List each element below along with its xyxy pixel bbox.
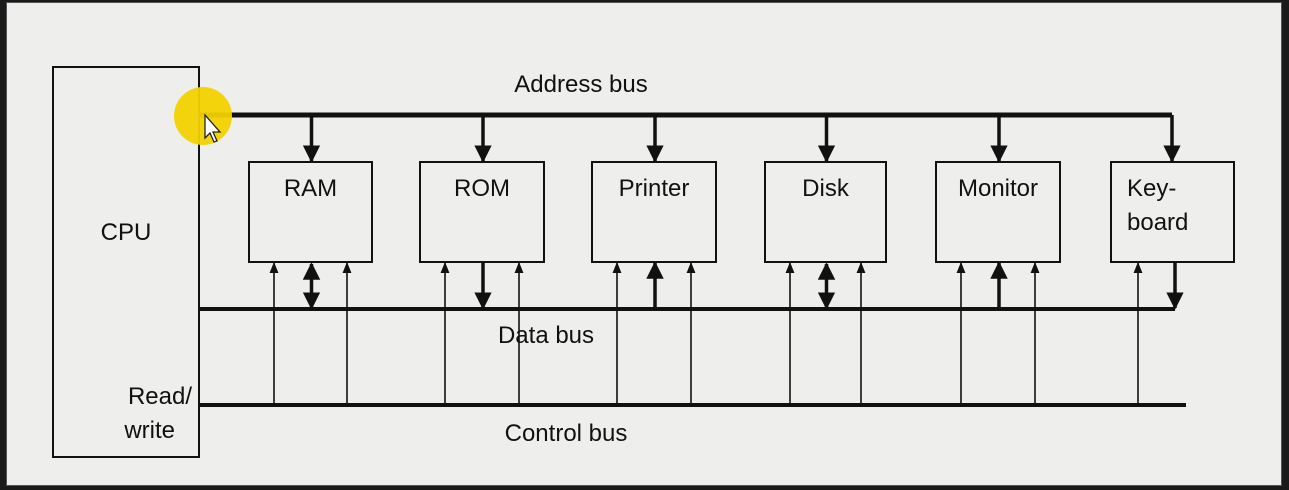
device-label-monitor-0: Monitor: [958, 175, 1038, 202]
device-label-ram-0: RAM: [284, 175, 337, 202]
cursor-pointer-icon: [204, 113, 222, 143]
device-group: RAM ROM Printer Disk Monitor Key-board: [248, 115, 1235, 405]
read-write-label-line2: write: [123, 417, 175, 444]
device-label-keyboard-0: Key-: [1127, 175, 1176, 202]
device-label-printer-0: Printer: [619, 175, 690, 202]
address-bus-label: Address bus: [514, 71, 647, 98]
cpu-box: [52, 66, 200, 458]
device-label-keyboard-1: board: [1127, 209, 1188, 236]
read-write-label-line1: Read/: [128, 383, 192, 410]
cpu-label: CPU: [101, 219, 152, 246]
cursor-highlight: [174, 87, 232, 145]
device-label-disk-0: Disk: [802, 175, 850, 202]
device-label-rom-0: ROM: [454, 175, 510, 202]
control-bus-label: Control bus: [505, 420, 628, 447]
data-bus-label: Data bus: [498, 322, 594, 349]
